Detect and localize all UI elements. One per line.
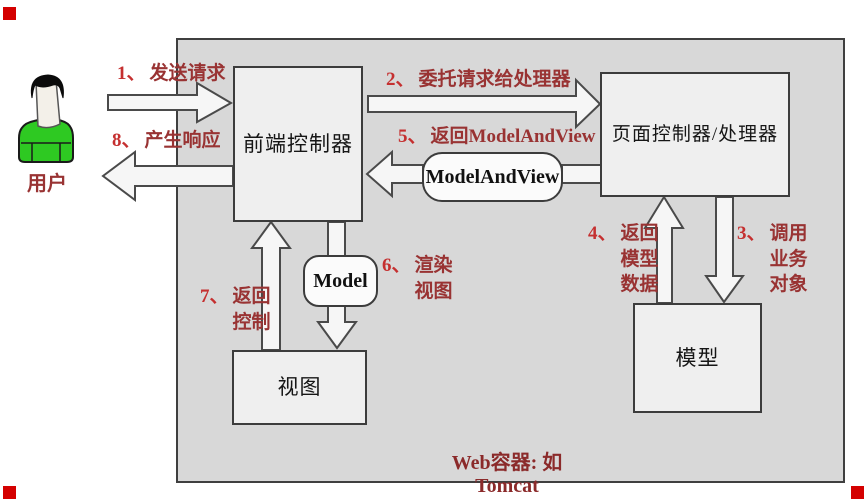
web-container-caption: Web容器: 如Tomcat [451, 452, 563, 497]
step8-number: 8、 [112, 130, 141, 151]
model-box: 模型 [633, 303, 762, 413]
page-controller-box: 页面控制器/处理器 [600, 72, 790, 197]
view-box-label: 视图 [277, 375, 322, 400]
selection-handle-bottom-right[interactable] [851, 486, 864, 499]
step5-number: 5、 [398, 126, 427, 147]
step7-text: 返回 控制 [232, 286, 271, 333]
model-and-view-label: ModelAndView [425, 165, 560, 188]
step2-number: 2、 [386, 69, 415, 90]
front-controller-box: 前端控制器 [233, 66, 363, 222]
front-controller-label: 前端控制器 [243, 131, 353, 156]
step6-text: 渲染 视图 [414, 255, 453, 302]
step5-label: 5、 返回ModelAndView [398, 124, 596, 150]
step5-text: 返回ModelAndView [430, 126, 596, 147]
step4-label: 4、 返回 模型 数据 [588, 221, 659, 298]
step6-number: 6、 [382, 255, 411, 276]
step2-text: 委托请求给处理器 [418, 69, 571, 90]
step3-text: 调用 业务 对象 [769, 223, 808, 296]
step1-text: 发送请求 [149, 63, 226, 84]
step2-label: 2、 委托请求给处理器 [386, 67, 571, 93]
user-person-icon [18, 74, 74, 163]
step4-text: 返回 模型 数据 [620, 223, 659, 296]
step3-number: 3、 [737, 223, 766, 244]
step1-label: 1、 发送请求 [117, 61, 226, 87]
step3-label: 3、 调用 业务 对象 [737, 221, 808, 298]
model-and-view-pill: ModelAndView [422, 152, 563, 202]
model-pill: Model [303, 255, 378, 307]
selection-handle-top-left[interactable] [3, 7, 16, 20]
selection-handle-bottom-left[interactable] [3, 486, 16, 499]
step1-number: 1、 [117, 63, 146, 84]
step6-label: 6、 渲染 视图 [382, 253, 453, 304]
page-controller-label: 页面控制器/处理器 [611, 123, 779, 145]
view-box: 视图 [232, 350, 367, 425]
model-pill-label: Model [313, 269, 368, 292]
step7-label: 7、 返回 控制 [200, 284, 271, 335]
step7-number: 7、 [200, 286, 229, 307]
step8-text: 产生响应 [144, 130, 221, 151]
step4-number: 4、 [588, 223, 617, 244]
model-box-label: 模型 [675, 345, 720, 370]
step8-label: 8、 产生响应 [112, 128, 221, 154]
user-label: 用户 [27, 173, 67, 195]
